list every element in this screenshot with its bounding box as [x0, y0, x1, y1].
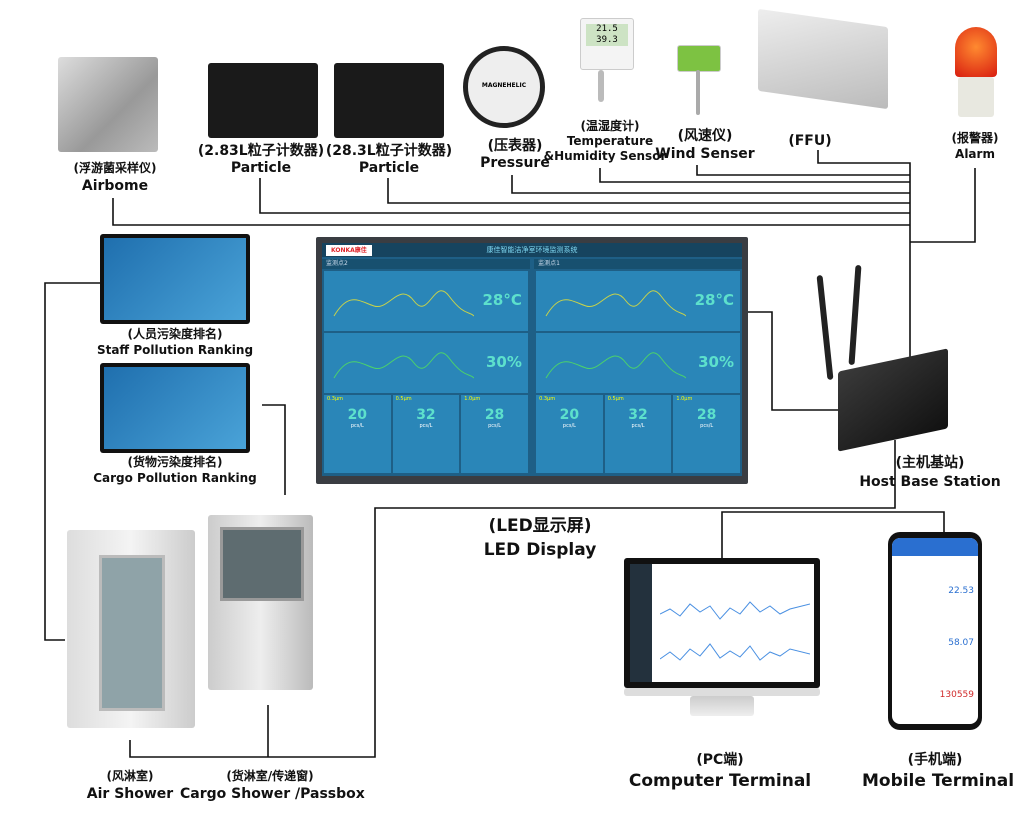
pc-label-en: Computer Terminal: [628, 771, 812, 791]
temp-label-en1: Temperature: [566, 134, 654, 148]
temp-label-en2: &Humidity Sensor: [543, 149, 667, 163]
humidity-value: 30%: [485, 353, 522, 371]
airshower-label-cn: (风淋室): [106, 769, 154, 783]
pressure-label-en: Pressure: [480, 155, 550, 171]
staff-label-en: Staff Pollution Ranking: [96, 343, 254, 357]
temp-value: 28°C: [482, 291, 522, 309]
mobile-phone: 22.53 58.07 130559: [888, 532, 982, 730]
staff-ranking-screen: [100, 234, 250, 324]
cargo-label-en: Cargo Pollution Ranking: [93, 471, 257, 485]
passbox-image: [208, 515, 313, 690]
wind-probe: [696, 70, 700, 115]
temp-label-cn: (温湿度计): [580, 119, 640, 133]
cargo-label-cn: (货物污染度排名): [127, 455, 223, 469]
humidity-value: 30%: [698, 353, 734, 371]
pc-label-cn: (PC端): [696, 752, 744, 768]
led-title: 康佳智能洁净室环境监测系统: [486, 246, 578, 254]
airshower-label-en: Air Shower: [86, 786, 174, 802]
pressure-label-cn: (压表器): [487, 138, 543, 154]
mobile-label-en: Mobile Terminal: [861, 771, 1015, 791]
alarm-label-en: Alarm: [955, 147, 995, 161]
particle1-label-cn: (2.83L粒子计数器): [197, 143, 325, 159]
monitor-point-title: 监测点2: [322, 259, 530, 269]
cargo-ranking-screen: [100, 363, 250, 453]
temp-reading: 21.5: [596, 24, 618, 34]
host-label-cn: (主机基站): [895, 455, 965, 471]
airbome-label-en: Airbome: [81, 178, 149, 194]
pc-monitor: [624, 558, 820, 688]
alarm-label-cn: (报警器): [951, 131, 999, 145]
monitor-point-title: 监测点1: [534, 259, 742, 269]
temp-value: 28°C: [694, 291, 734, 309]
staff-label-cn: (人员污染度排名): [127, 327, 223, 341]
alarm-base: [958, 77, 994, 117]
particle-counter-283-image: [208, 63, 318, 138]
mobile-value-1: 22.53: [948, 586, 974, 596]
passbox-label-cn: (货淋室/传递窗): [226, 769, 314, 783]
alarm-light-image: [955, 27, 997, 77]
pc-stand: [690, 696, 754, 716]
air-shower-image: [67, 530, 195, 728]
pressure-gauge-image: MAGNEHELIC: [463, 46, 545, 128]
mobile-label-cn: (手机端): [907, 752, 963, 768]
particle-counter-283L-image: [334, 63, 444, 138]
wind-sensor-image: [677, 45, 721, 72]
led-label-cn: (LED显示屏): [488, 516, 592, 536]
airbome-label-cn: (浮游菌采样仪): [73, 161, 157, 175]
passbox-label-en: Cargo Shower /Passbox: [180, 786, 365, 802]
sensor-probe: [598, 70, 604, 102]
particle2-label-cn: (28.3L粒子计数器): [325, 143, 453, 159]
airbome-sampler-image: [58, 57, 158, 152]
particle2-label-en: Particle: [358, 160, 420, 176]
led-display: KONKA康佳 康佳智能洁净室环境监测系统 监测点2 28°C 30% 0.3μm…: [316, 237, 748, 484]
mobile-value-3: 130559: [939, 690, 974, 700]
ffu-label: (FFU): [788, 133, 832, 149]
led-label-en: LED Display: [483, 540, 597, 560]
pc-chin: [624, 688, 820, 696]
host-label-en: Host Base Station: [859, 474, 1001, 490]
particle1-label-en: Particle: [230, 160, 292, 176]
wind-label-cn: (风速仪): [677, 128, 733, 144]
humidity-reading: 39.3: [596, 35, 618, 45]
konka-logo: KONKA康佳: [326, 245, 372, 256]
wind-label-en: Wind Senser: [655, 146, 755, 162]
mobile-value-2: 58.07: [948, 638, 974, 648]
temp-humidity-sensor-image: 21.5 39.3: [580, 18, 634, 70]
